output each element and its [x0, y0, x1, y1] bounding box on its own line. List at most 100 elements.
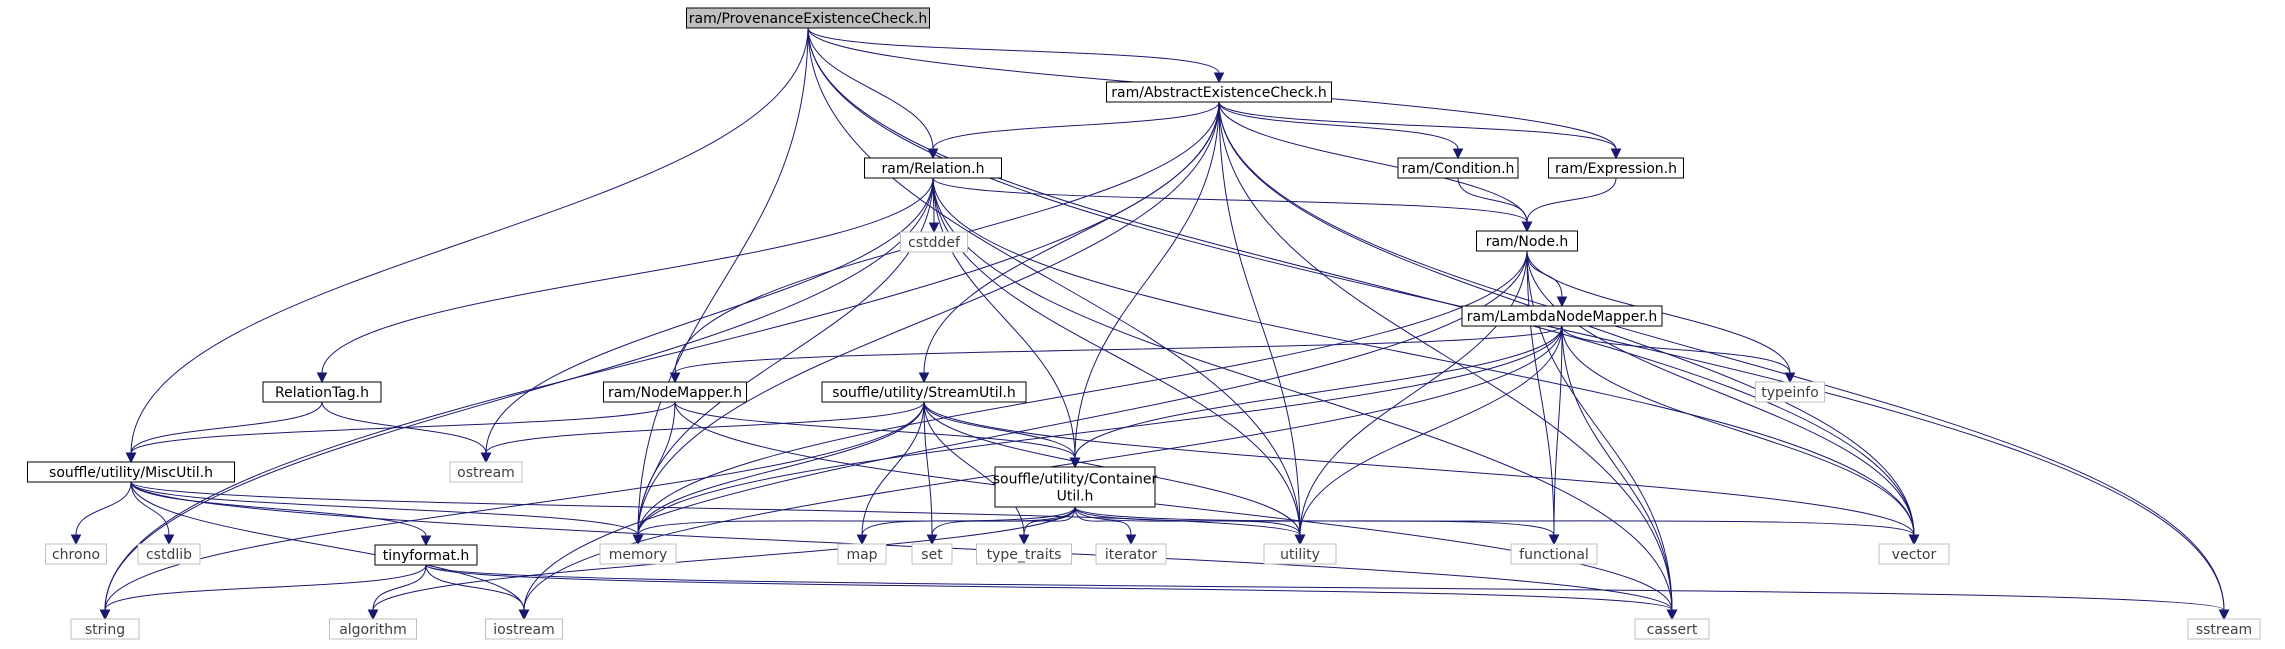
node-iterator: iterator — [1095, 543, 1167, 565]
node-label: algorithm — [339, 622, 407, 638]
node-label: ram/LambdaNodeMapper.h — [1467, 309, 1657, 325]
node-label: cassert — [1647, 622, 1698, 638]
node-expression[interactable]: ram/Expression.h — [1548, 157, 1684, 179]
edge-container-to-iterator — [1074, 506, 1137, 546]
node-label: map — [846, 547, 877, 563]
node-label: string — [85, 622, 125, 638]
node-label: souffle/utility/StreamUtil.h — [832, 385, 1016, 401]
edge-miscutil-to-memory — [130, 481, 644, 546]
edge-container-to-type_traits — [1018, 506, 1076, 546]
edge-tinyformat-to-string — [99, 564, 427, 621]
node-utility: utility — [1263, 543, 1337, 565]
node-label: typeinfo — [1761, 385, 1819, 401]
node-label: souffle/utility/Container — [993, 472, 1158, 488]
node-cassert: cassert — [1634, 618, 1710, 640]
edge-expression-to-node — [1521, 177, 1617, 233]
edge-streamutil-to-ostream — [480, 401, 925, 464]
node-label: functional — [1519, 547, 1589, 563]
edge-condition-to-node — [1457, 177, 1533, 233]
node-label: ram/Relation.h — [881, 161, 984, 177]
edge-abstract-to-condition — [1218, 101, 1464, 160]
node-label: cstddef — [908, 235, 961, 251]
edge-reltag-to-ostream — [321, 401, 492, 464]
node-label: sstream — [2196, 622, 2252, 638]
edge-tinyformat-to-iostream — [425, 564, 530, 621]
node-label: type_traits — [987, 547, 1062, 563]
node-label: iostream — [493, 622, 555, 638]
node-miscutil[interactable]: souffle/utility/MiscUtil.h — [27, 461, 235, 483]
edge-container-to-functional — [1074, 506, 1560, 546]
node-chrono: chrono — [45, 543, 107, 565]
node-algorithm: algorithm — [329, 618, 417, 640]
node-map: map — [837, 543, 887, 565]
node-label: iterator — [1105, 547, 1157, 563]
edge-miscutil-to-cassert — [130, 481, 1678, 621]
node-abstract[interactable]: ram/AbstractExistenceCheck.h — [1106, 81, 1332, 103]
edge-abstract-to-string — [99, 101, 1220, 621]
edge-abstract-to-expression — [1218, 101, 1622, 160]
edge-lambda-to-nodemapper — [669, 325, 1563, 384]
node-node[interactable]: ram/Node.h — [1476, 230, 1578, 252]
node-type-traits: type_traits — [976, 543, 1072, 565]
edge-root-to-vector — [807, 27, 1920, 546]
edge-tinyformat-to-sstream — [425, 564, 2230, 621]
node-label: ram/Condition.h — [1402, 161, 1515, 177]
edge-abstract-to-sstream — [1218, 101, 2230, 621]
node-relation[interactable]: ram/Relation.h — [864, 157, 1002, 179]
node-typeinfo: typeinfo — [1755, 381, 1825, 403]
node-label: ram/AbstractExistenceCheck.h — [1111, 85, 1326, 101]
node-string: string — [70, 618, 140, 640]
node-reltag[interactable]: RelationTag.h — [262, 381, 382, 403]
edge-miscutil-to-chrono — [70, 481, 132, 546]
edge-miscutil-to-cstdlib — [130, 481, 175, 546]
node-tinyformat[interactable]: tinyformat.h — [374, 544, 478, 566]
edge-node-to-functional — [1526, 250, 1560, 546]
node-label: chrono — [52, 547, 100, 563]
edge-nodemapper-to-container — [674, 401, 1081, 469]
node-nodemapper[interactable]: ram/NodeMapper.h — [603, 381, 747, 403]
node-label: set — [921, 547, 943, 563]
edge-lambda-to-vector — [1561, 325, 1920, 546]
edge-relation-to-ostream — [480, 177, 934, 464]
node-cstdlib: cstdlib — [137, 543, 201, 565]
node-vector: vector — [1878, 543, 1950, 565]
edge-miscutil-to-tinyformat — [130, 481, 432, 547]
node-label: souffle/utility/MiscUtil.h — [49, 465, 213, 481]
edge-nodemapper-to-memory — [632, 401, 676, 546]
nodes-layer: ram/ProvenanceExistenceCheck.h ram/Abstra… — [27, 7, 2261, 640]
node-label: ram/ProvenanceExistenceCheck.h — [689, 11, 927, 27]
edge-streamutil-to-set — [923, 401, 938, 546]
edge-relation-to-node — [932, 177, 1533, 233]
node-root[interactable]: ram/ProvenanceExistenceCheck.h — [686, 7, 930, 29]
node-set: set — [911, 543, 953, 565]
edge-tinyformat-to-algorithm — [367, 564, 427, 621]
node-label: ram/NodeMapper.h — [608, 385, 742, 401]
node-functional: functional — [1510, 543, 1598, 565]
edge-lambda-to-typeinfo — [1561, 325, 1796, 384]
node-label: RelationTag.h — [275, 385, 369, 401]
node-label: ram/Node.h — [1486, 234, 1569, 250]
node-label: cstdlib — [146, 547, 192, 563]
node-label: Util.h — [1057, 489, 1094, 505]
node-condition[interactable]: ram/Condition.h — [1397, 157, 1519, 179]
node-cstddef: cstddef — [900, 231, 968, 253]
node-label: memory — [609, 547, 668, 563]
node-memory: memory — [599, 543, 677, 565]
edge-container-to-vector — [1074, 506, 1920, 546]
edge-nodemapper-to-miscutil — [125, 401, 676, 464]
edge-tinyformat-to-cassert — [425, 564, 1678, 621]
node-label: utility — [1280, 547, 1320, 563]
node-streamutil[interactable]: souffle/utility/StreamUtil.h — [821, 381, 1027, 403]
node-sstream: sstream — [2187, 618, 2261, 640]
edge-relation-to-reltag — [316, 177, 934, 384]
edge-miscutil-to-utility — [130, 481, 1306, 546]
node-label: ram/Expression.h — [1555, 161, 1677, 177]
node-label: vector — [1892, 547, 1937, 563]
edge-lambda-to-functional — [1548, 325, 1563, 546]
node-lambda[interactable]: ram/LambdaNodeMapper.h — [1461, 305, 1663, 327]
edge-container-to-memory — [632, 506, 1076, 546]
edge-node-to-vector — [1526, 250, 1920, 546]
edge-root-to-relation — [807, 27, 939, 160]
